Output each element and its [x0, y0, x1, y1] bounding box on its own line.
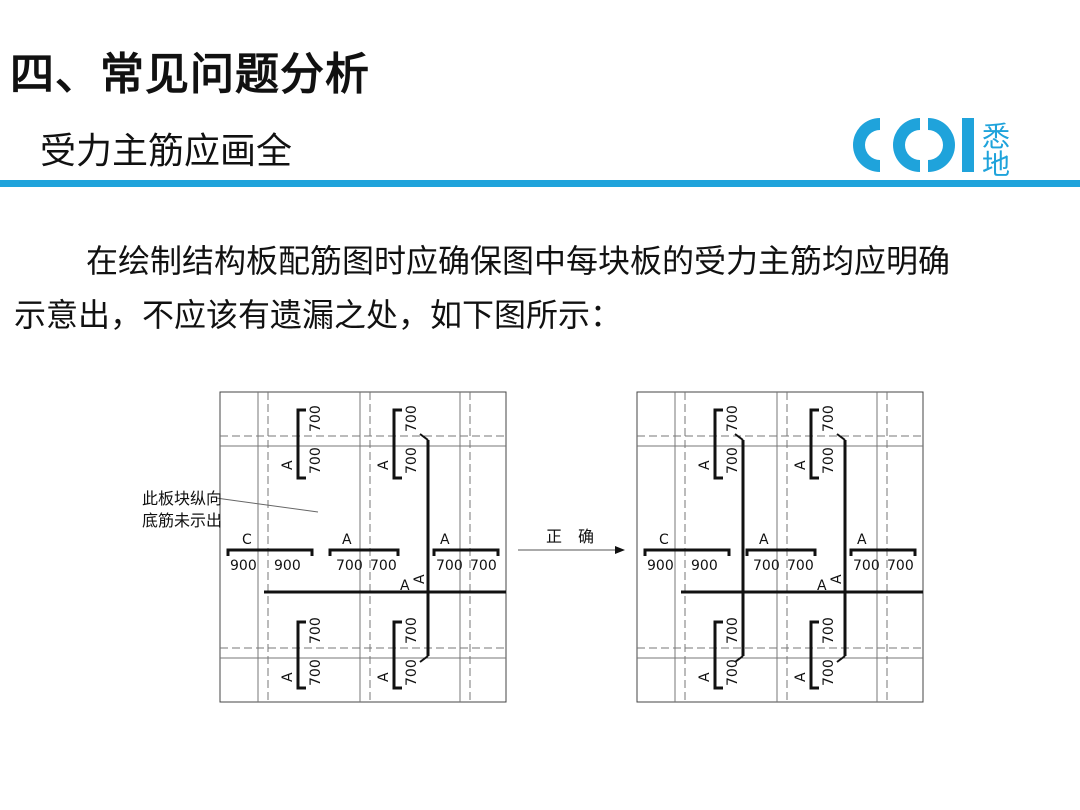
dim-right-7: 700	[821, 617, 837, 644]
dim-left-12: 700	[470, 558, 497, 574]
label-right-a3: A	[697, 672, 713, 682]
label-right-a1: A	[697, 460, 713, 470]
label-right-a8: A	[829, 574, 845, 584]
label-left-a5: A	[342, 532, 352, 548]
dim-left-1: 700	[308, 405, 324, 432]
dim-left-5: 700	[308, 617, 324, 644]
dim-right-10: 700	[787, 558, 814, 574]
label-right-a2: A	[793, 460, 809, 470]
dim-right-2: 700	[725, 447, 741, 474]
label-right-a4: A	[793, 672, 809, 682]
dim-left-2: 700	[308, 447, 324, 474]
label-left-a8: A	[412, 574, 428, 584]
dim-right-6: 700	[725, 659, 741, 686]
label-left-c: C	[242, 532, 252, 548]
dim-left-3: 700	[404, 405, 420, 432]
dim-left-900-2: 900	[274, 558, 301, 574]
dim-right-11: 700	[853, 558, 880, 574]
dim-right-5: 700	[725, 617, 741, 644]
logo-text-line1: 悉	[982, 120, 1010, 153]
label-right-c: C	[659, 532, 669, 548]
annotation-line-2: 底筋未示出	[142, 511, 222, 530]
header-divider	[0, 180, 1080, 187]
dim-left-11: 700	[436, 558, 463, 574]
dim-left-8: 700	[404, 659, 420, 686]
arrow-label: 正 确	[546, 527, 594, 546]
label-right-a7: A	[817, 578, 827, 594]
dim-left-9: 700	[336, 558, 363, 574]
label-left-a4: A	[376, 672, 392, 682]
label-right-a6: A	[857, 532, 867, 548]
dim-left-900-1: 900	[230, 558, 257, 574]
body-line-2: 示意出，不应该有遗漏之处，如下图所示：	[14, 296, 623, 334]
dim-left-10: 700	[370, 558, 397, 574]
page-title: 四、常见问题分析	[10, 49, 370, 100]
label-left-a7: A	[400, 578, 410, 594]
dim-right-12: 700	[887, 558, 914, 574]
dim-left-4: 700	[404, 447, 420, 474]
dim-right-3: 700	[821, 405, 837, 432]
label-left-a6: A	[440, 532, 450, 548]
dim-left-6: 700	[308, 659, 324, 686]
label-left-a1: A	[280, 460, 296, 470]
dim-right-1: 700	[725, 405, 741, 432]
label-right-a5: A	[759, 532, 769, 548]
drawing-left-panel	[215, 391, 507, 703]
body-line-1: 在绘制结构板配筋图时应确保图中每块板的受力主筋均应明确	[86, 242, 951, 280]
page-subtitle: 受力主筋应画全	[40, 131, 293, 172]
annotation-line-1: 此板块纵向	[142, 489, 222, 508]
dim-right-8: 700	[821, 659, 837, 686]
company-logo: 悉 地	[853, 118, 1010, 178]
logo-text-line2: 地	[982, 148, 1010, 178]
rebar-drawing: 700 700 700 700 700 700 700 700 A A A A …	[142, 391, 924, 703]
dim-right-900-1: 900	[647, 558, 674, 574]
dim-right-9: 700	[753, 558, 780, 574]
correct-arrow: 正 确	[518, 527, 625, 554]
dim-right-900-2: 900	[691, 558, 718, 574]
drawing-right-panel	[636, 391, 924, 703]
label-left-a3: A	[280, 672, 296, 682]
dim-left-7: 700	[404, 617, 420, 644]
dim-right-4: 700	[821, 447, 837, 474]
body-paragraph: 在绘制结构板配筋图时应确保图中每块板的受力主筋均应明确 示意出，不应该有遗漏之处…	[14, 234, 1074, 342]
label-left-a2: A	[376, 460, 392, 470]
